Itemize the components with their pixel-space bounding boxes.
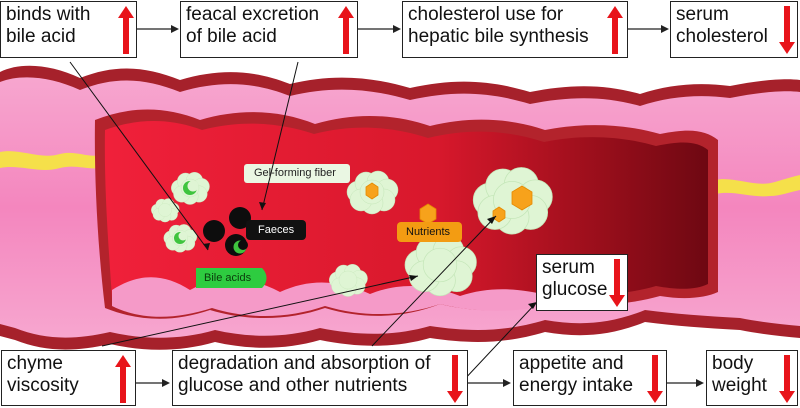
arrowhead-serum-glucose — [528, 302, 537, 309]
up-arrow-icon — [607, 6, 623, 54]
arrowhead-excretion — [259, 202, 266, 210]
down-arrow-icon — [647, 355, 663, 403]
up-arrow-icon — [118, 6, 134, 54]
fat-streak-left — [0, 151, 100, 170]
up-arrow-icon — [115, 355, 131, 403]
nutrients-tag-bg — [397, 222, 462, 242]
arrowhead-binds-bile — [203, 243, 210, 250]
bile-acids-tag-bg — [196, 268, 267, 288]
gel-fiber-tag-bg — [244, 164, 350, 183]
nutrient-hex-3 — [511, 185, 533, 211]
arrowhead-chyme — [409, 275, 418, 281]
arrowhead-degradation — [487, 216, 496, 224]
connector-excretion — [261, 61, 299, 211]
nutrients-label: Nutrients — [406, 226, 451, 238]
faeces-label: Faeces — [258, 224, 295, 236]
up-arrow-icon — [338, 6, 354, 54]
down-arrow-icon — [609, 259, 625, 307]
nutrient-hex-1 — [365, 182, 379, 200]
faeces-tag-bg — [246, 220, 306, 240]
down-arrow-icon — [779, 6, 795, 54]
connector-serum-glucose — [461, 301, 538, 383]
connector-binds-bile — [69, 61, 209, 251]
bile-acids-label: Bile acids — [204, 272, 252, 284]
fat-streak-right — [715, 175, 800, 197]
nutrient-hex-4 — [492, 206, 506, 223]
connector-chyme — [101, 275, 419, 347]
down-arrow-icon — [447, 355, 463, 403]
connector-degradation — [371, 215, 497, 347]
gel-fiber-label: Gel-forming fiber — [254, 167, 336, 179]
down-arrow-icon — [779, 355, 795, 403]
